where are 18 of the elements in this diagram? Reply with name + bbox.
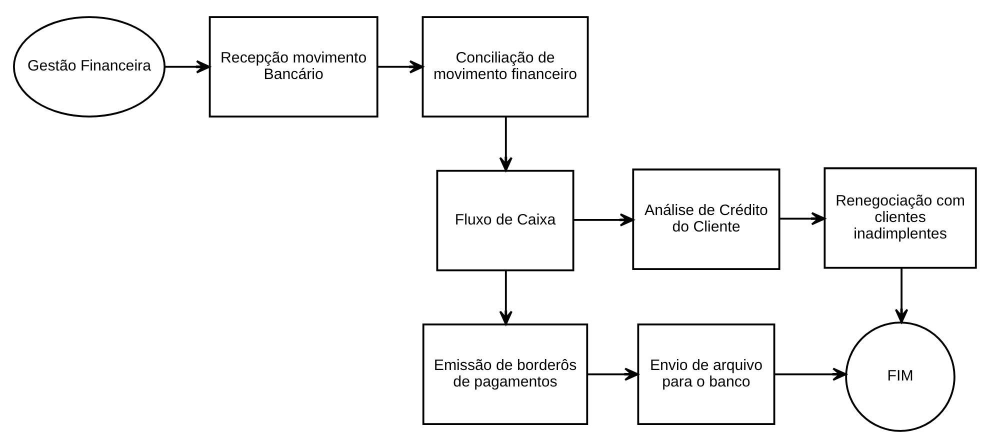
node-ellipse: Gestão Financeira	[13, 16, 166, 118]
arrow	[588, 368, 639, 381]
node-box: Fluxo de Caixa	[436, 170, 574, 272]
arrow	[574, 213, 634, 227]
node-box: Envio de arquivo para o banco	[637, 324, 776, 425]
arrow	[774, 368, 847, 381]
arrow	[499, 116, 512, 172]
node-box: Emissão de borderôs de pagamentos	[422, 324, 588, 425]
arrow	[378, 60, 424, 74]
node-box: Recepção movimento Bancário	[208, 16, 378, 118]
node-box: Renegociação com clientes inadimplentes	[824, 167, 977, 269]
node-circle: FIM	[845, 322, 956, 432]
arrow	[499, 270, 512, 326]
arrow	[780, 212, 826, 226]
arrow	[894, 268, 908, 324]
node-box: Conciliação de movimento financeiro	[422, 16, 589, 118]
node-box: Análise de Crédito do Cliente	[632, 168, 780, 270]
arrow	[164, 60, 210, 74]
